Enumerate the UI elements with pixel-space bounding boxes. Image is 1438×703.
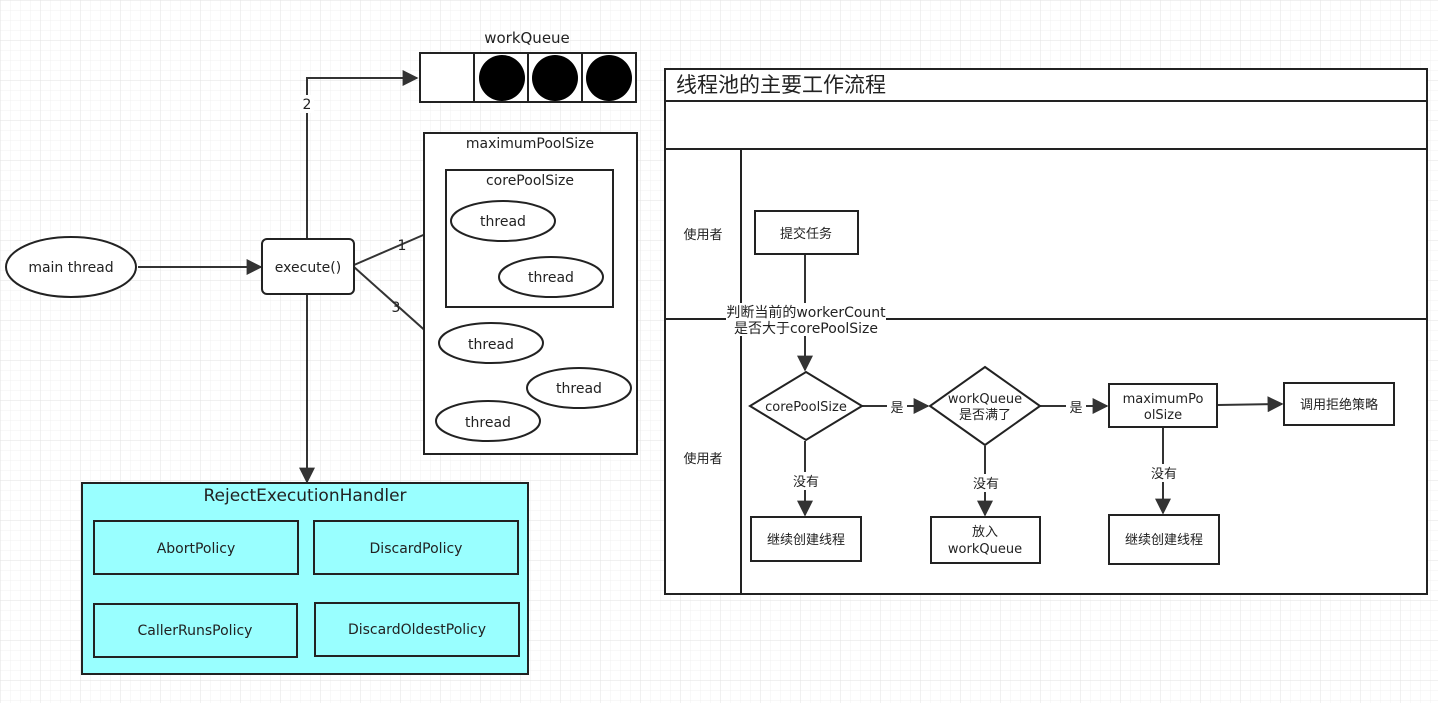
no-label-bg [790, 472, 822, 490]
core-pool-decision[interactable] [748, 370, 864, 442]
abort-policy-label: AbortPolicy [157, 541, 236, 557]
no-label-bg [970, 474, 1002, 492]
core-pool-label: corePoolSize [486, 173, 574, 189]
yes-label: 是 [1069, 401, 1082, 416]
edge-label-1: 1 [398, 238, 407, 254]
thread-node[interactable] [526, 367, 632, 409]
thread-node[interactable] [435, 400, 541, 442]
main-thread-node[interactable] [5, 236, 137, 298]
thread-node[interactable] [450, 200, 556, 242]
thread-label: thread [465, 415, 511, 431]
reject-handler-title: RejectExecutionHandler [203, 486, 406, 506]
maximum-pool-label-line1: maximumPo [1123, 392, 1204, 407]
no-label: 没有 [1151, 467, 1177, 482]
core-pool-decision-label: corePoolSize [765, 400, 847, 415]
queue-full-decision[interactable] [928, 365, 1042, 447]
no-label: 没有 [793, 475, 819, 490]
judge-label-line2: 是否大于corePoolSize [734, 321, 878, 337]
thread-node[interactable] [498, 256, 604, 298]
discard-policy-label: DiscardPolicy [370, 541, 463, 557]
discard-oldest-policy-label: DiscardOldestPolicy [348, 622, 486, 638]
thread-label: thread [528, 270, 574, 286]
flow-title: 线程池的主要工作流程 [676, 73, 886, 97]
thread-label: thread [468, 337, 514, 353]
put-queue-node[interactable] [930, 516, 1041, 564]
submit-task-label: 提交任务 [780, 226, 832, 242]
reject-policy-label: 调用拒绝策略 [1300, 397, 1378, 413]
yes-label-bg [1066, 398, 1086, 415]
queue-full-label-line2: 是否满了 [959, 408, 1011, 423]
edge-label-2: 2 [303, 97, 312, 113]
maximum-pool-node[interactable] [1108, 383, 1218, 428]
edge-label-3: 3 [392, 300, 401, 316]
execute-node[interactable] [261, 238, 355, 295]
caller-runs-policy-box[interactable] [93, 603, 298, 658]
put-queue-label-line1: 放入 [972, 525, 998, 540]
queue-full-label-line1: workQueue [948, 392, 1022, 407]
judge-label-bg [726, 303, 886, 336]
lane-label-top: 使用者 [683, 227, 722, 243]
queued-task [532, 55, 578, 101]
thread-label: thread [480, 214, 526, 230]
execute-label: execute() [275, 260, 341, 276]
create-thread-node[interactable] [750, 516, 862, 562]
thread-label: thread [556, 381, 602, 397]
yes-label-bg [887, 398, 907, 415]
reject-policy-node[interactable] [1283, 382, 1395, 426]
create-thread-label: 继续创建线程 [767, 533, 845, 548]
put-queue-label-line2: workQueue [948, 542, 1022, 557]
queued-task [479, 55, 525, 101]
discard-oldest-policy-box[interactable] [314, 602, 520, 657]
thread-node[interactable] [438, 322, 544, 364]
maximum-pool-label-line2: olSize [1144, 408, 1182, 423]
abort-policy-box[interactable] [93, 520, 299, 575]
edge-max-to-reject [1217, 396, 1284, 413]
judge-label-line1: 判断当前的workerCount [726, 304, 886, 321]
discard-policy-box[interactable] [313, 520, 519, 575]
no-label: 没有 [973, 477, 999, 492]
edge-label-bg [300, 95, 314, 113]
main-thread-label: main thread [28, 260, 113, 276]
yes-label: 是 [890, 401, 903, 416]
maximum-pool-label: maximumPoolSize [466, 136, 594, 152]
work-queue-label: workQueue [484, 29, 570, 47]
create-thread-label: 继续创建线程 [1125, 533, 1203, 548]
queued-task [586, 55, 632, 101]
lane-label-bottom: 使用者 [683, 451, 722, 467]
caller-runs-policy-label: CallerRunsPolicy [138, 623, 253, 639]
create-thread-node[interactable] [1108, 514, 1220, 565]
edge-execute-to-queue [306, 70, 419, 238]
no-label-bg [1148, 464, 1180, 482]
left-edges [138, 70, 453, 484]
work-queue [419, 52, 637, 103]
submit-task-node[interactable] [754, 210, 859, 255]
